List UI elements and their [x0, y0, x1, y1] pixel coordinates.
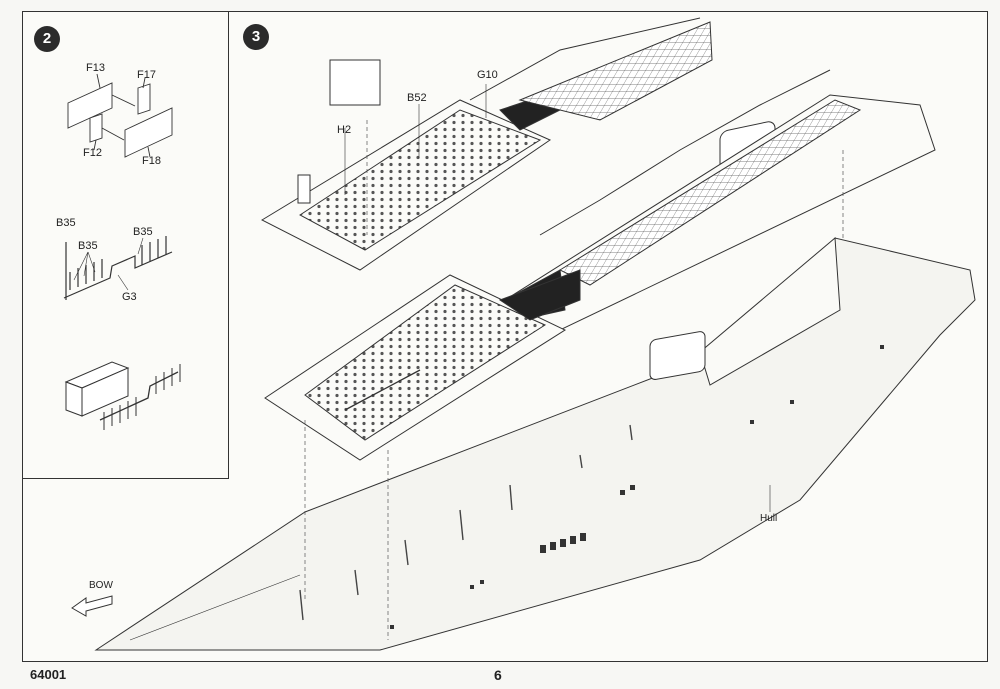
part-box-and-railing: [64, 361, 181, 430]
label-b35-c: B35: [133, 226, 153, 238]
step2-panel: [22, 11, 229, 479]
product-code: 64001: [30, 667, 67, 682]
label-f12: F12: [83, 147, 102, 159]
hangar-deck-lower: [264, 269, 581, 461]
hull-part: [94, 121, 976, 651]
hangar-deck-upper: [260, 17, 713, 271]
label-bow: BOW: [89, 580, 113, 591]
label-f13: F13: [86, 62, 105, 74]
label-b35-a: B35: [56, 217, 76, 229]
label-b52: B52: [407, 92, 427, 104]
label-g10: G10: [477, 69, 498, 81]
label-h2: H2: [337, 124, 352, 136]
leader-lines: [344, 84, 771, 512]
hull-portholes: [299, 424, 633, 621]
bow-arrow-icon: [71, 595, 113, 617]
guide-lines: [304, 120, 844, 640]
label-f17: F17: [137, 69, 156, 81]
step3-number: 3: [243, 24, 269, 50]
page-number: 6: [494, 667, 502, 683]
step2-number: 2: [34, 26, 60, 52]
hull-detail-marks: [390, 345, 884, 629]
part-f13-f18-assembly: [67, 73, 173, 158]
part-b35-g3-railing: [63, 236, 173, 300]
label-f18: F18: [142, 155, 161, 167]
label-hull: Hull: [760, 513, 778, 524]
label-b35-b: B35: [78, 240, 98, 252]
label-g3: G3: [122, 291, 137, 303]
